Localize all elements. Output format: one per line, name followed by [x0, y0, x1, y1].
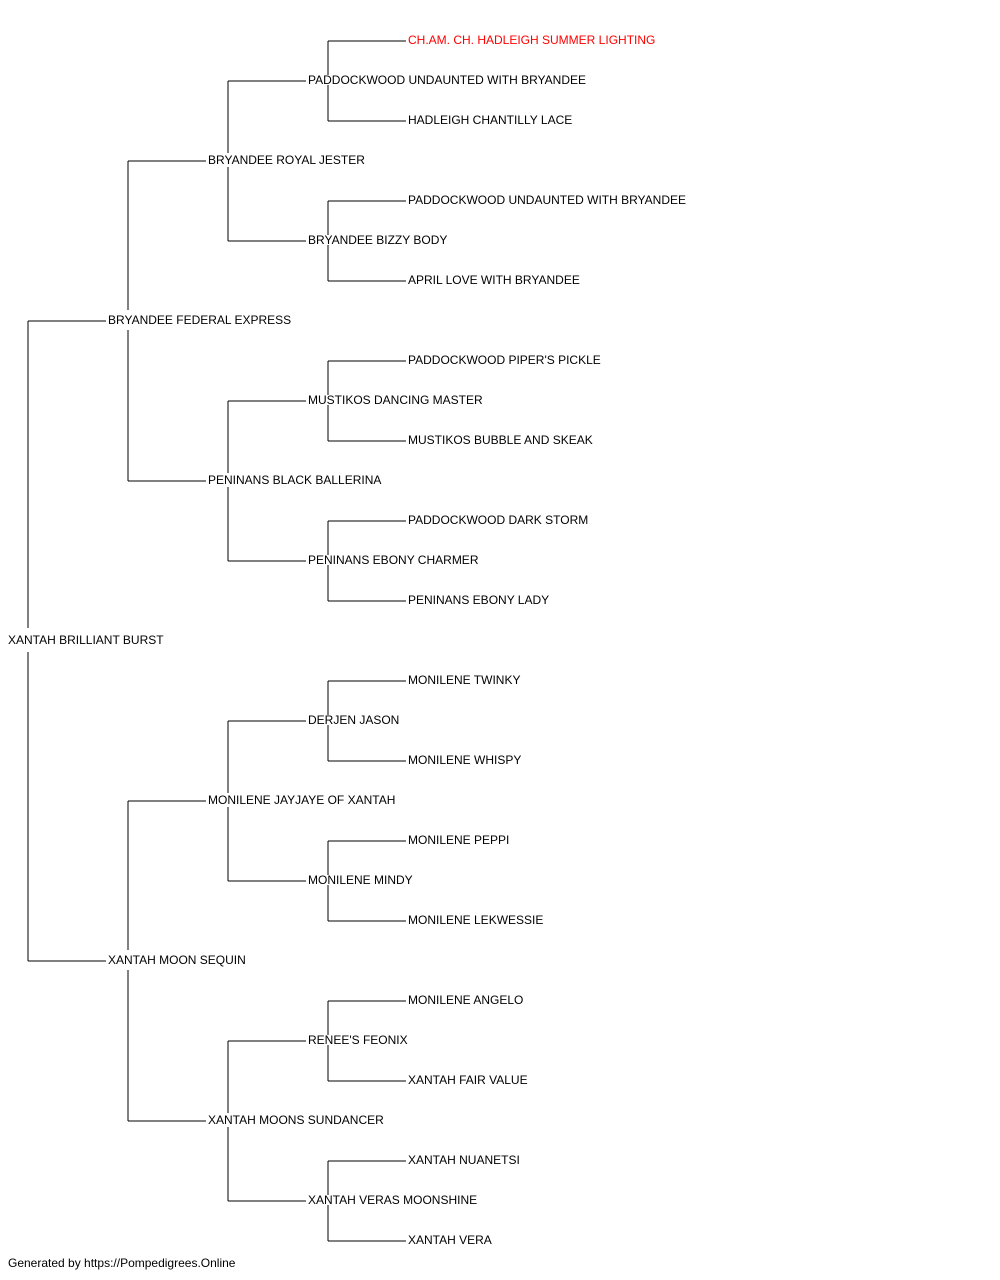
dog-name: CH.AM. CH. HADLEIGH SUMMER LIGHTING: [408, 33, 655, 47]
dog-name: MONILENE TWINKY: [408, 673, 520, 687]
footer-credit: Generated by https://Pompedigrees.Online: [8, 1256, 236, 1270]
dog-name: MUSTIKOS DANCING MASTER: [308, 393, 483, 407]
dog-name: BRYANDEE ROYAL JESTER: [208, 153, 365, 167]
dog-name: HADLEIGH CHANTILLY LACE: [408, 113, 572, 127]
dog-name: XANTAH MOON SEQUIN: [108, 953, 246, 967]
dog-name: MONILENE WHISPY: [408, 753, 521, 767]
dog-name: MONILENE LEKWESSIE: [408, 913, 543, 927]
dog-name: PENINANS BLACK BALLERINA: [208, 473, 381, 487]
dog-name: PADDOCKWOOD DARK STORM: [408, 513, 588, 527]
dog-name: APRIL LOVE WITH BRYANDEE: [408, 273, 580, 287]
dog-name: XANTAH NUANETSI: [408, 1153, 520, 1167]
dog-name: DERJEN JASON: [308, 713, 399, 727]
dog-name: XANTAH BRILLIANT BURST: [8, 633, 164, 647]
dog-name: XANTAH VERA: [408, 1233, 492, 1247]
dog-name: MONILENE PEPPI: [408, 833, 509, 847]
dog-name: BRYANDEE BIZZY BODY: [308, 233, 447, 247]
dog-name: RENEE'S FEONIX: [308, 1033, 408, 1047]
dog-name: PENINANS EBONY LADY: [408, 593, 549, 607]
dog-name: PADDOCKWOOD PIPER'S PICKLE: [408, 353, 601, 367]
dog-name: XANTAH VERAS MOONSHINE: [308, 1193, 477, 1207]
dog-name: PADDOCKWOOD UNDAUNTED WITH BRYANDEE: [408, 193, 686, 207]
dog-name: BRYANDEE FEDERAL EXPRESS: [108, 313, 291, 327]
dog-name: PENINANS EBONY CHARMER: [308, 553, 479, 567]
dog-name: MONILENE MINDY: [308, 873, 413, 887]
dog-name: PADDOCKWOOD UNDAUNTED WITH BRYANDEE: [308, 73, 586, 87]
dog-name: MONILENE JAYJAYE OF XANTAH: [208, 793, 395, 807]
dog-name: MONILENE ANGELO: [408, 993, 523, 1007]
dog-name: MUSTIKOS BUBBLE AND SKEAK: [408, 433, 593, 447]
dog-name: XANTAH FAIR VALUE: [408, 1073, 528, 1087]
dog-name: XANTAH MOONS SUNDANCER: [208, 1113, 384, 1127]
